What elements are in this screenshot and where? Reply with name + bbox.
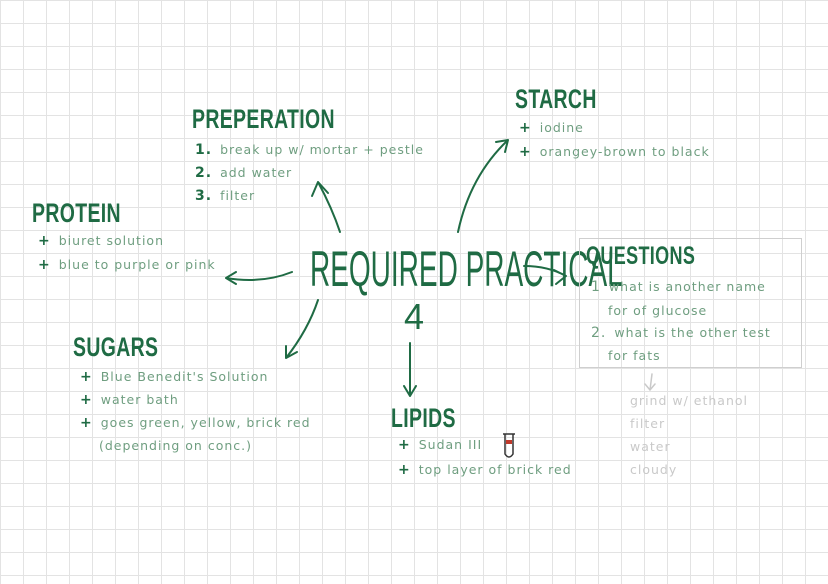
starch-item: +iodine <box>519 120 584 136</box>
protein-item: +biuret solution <box>38 233 164 249</box>
lipids-item: +top layer of brick red <box>398 462 572 478</box>
starch-title: STARCH <box>515 84 597 114</box>
questions-line: for fats <box>608 348 661 363</box>
sugars-item: +goes green, yellow, brick red <box>80 415 311 431</box>
sugars-item: +water bath <box>80 392 179 408</box>
lipids-item: +Sudan III <box>398 437 483 453</box>
protein-item: +blue to purple or pink <box>38 257 216 273</box>
fats-answer-line: grind w/ ethanol <box>630 393 749 408</box>
questions-line: 2.what is the other test <box>591 325 771 341</box>
preparation-item: 3.filter <box>195 188 256 204</box>
preparation-title: PREPERATION <box>192 104 335 134</box>
arrow-to-protein <box>225 271 293 285</box>
fats-answer-line: cloudy <box>630 462 678 477</box>
lipids-title: LIPIDS <box>391 403 456 433</box>
arrow-to-questions <box>523 265 567 285</box>
test-tube-icon <box>503 433 515 458</box>
main-title: REQUIRED PRACTICAL <box>310 241 623 297</box>
questions-title: QUESTIONS <box>586 242 696 270</box>
preparation-item: 1.break up w/ mortar + pestle <box>195 142 424 158</box>
sugars-title: SUGARS <box>73 332 159 362</box>
questions-line: for of glucose <box>608 303 708 318</box>
arrow-to-lipids <box>403 342 417 397</box>
arrow-to-sugars <box>285 299 319 359</box>
arrow-to-starch <box>457 139 509 233</box>
arrow-to-preparation <box>311 181 341 233</box>
protein-title: PROTEIN <box>32 198 121 228</box>
sugars-item: +Blue Benedit's Solution <box>80 369 269 385</box>
preparation-item: 2.add water <box>195 165 293 181</box>
arrow-to-fats-answer <box>644 373 656 392</box>
fats-answer-line: water <box>630 439 671 454</box>
questions-box <box>579 238 802 368</box>
sugars-item: (depending on conc.) <box>99 438 252 453</box>
starch-item: +orangey-brown to black <box>519 144 710 160</box>
fats-answer-line: filter <box>630 416 666 431</box>
main-title-number: 4 <box>404 296 425 337</box>
